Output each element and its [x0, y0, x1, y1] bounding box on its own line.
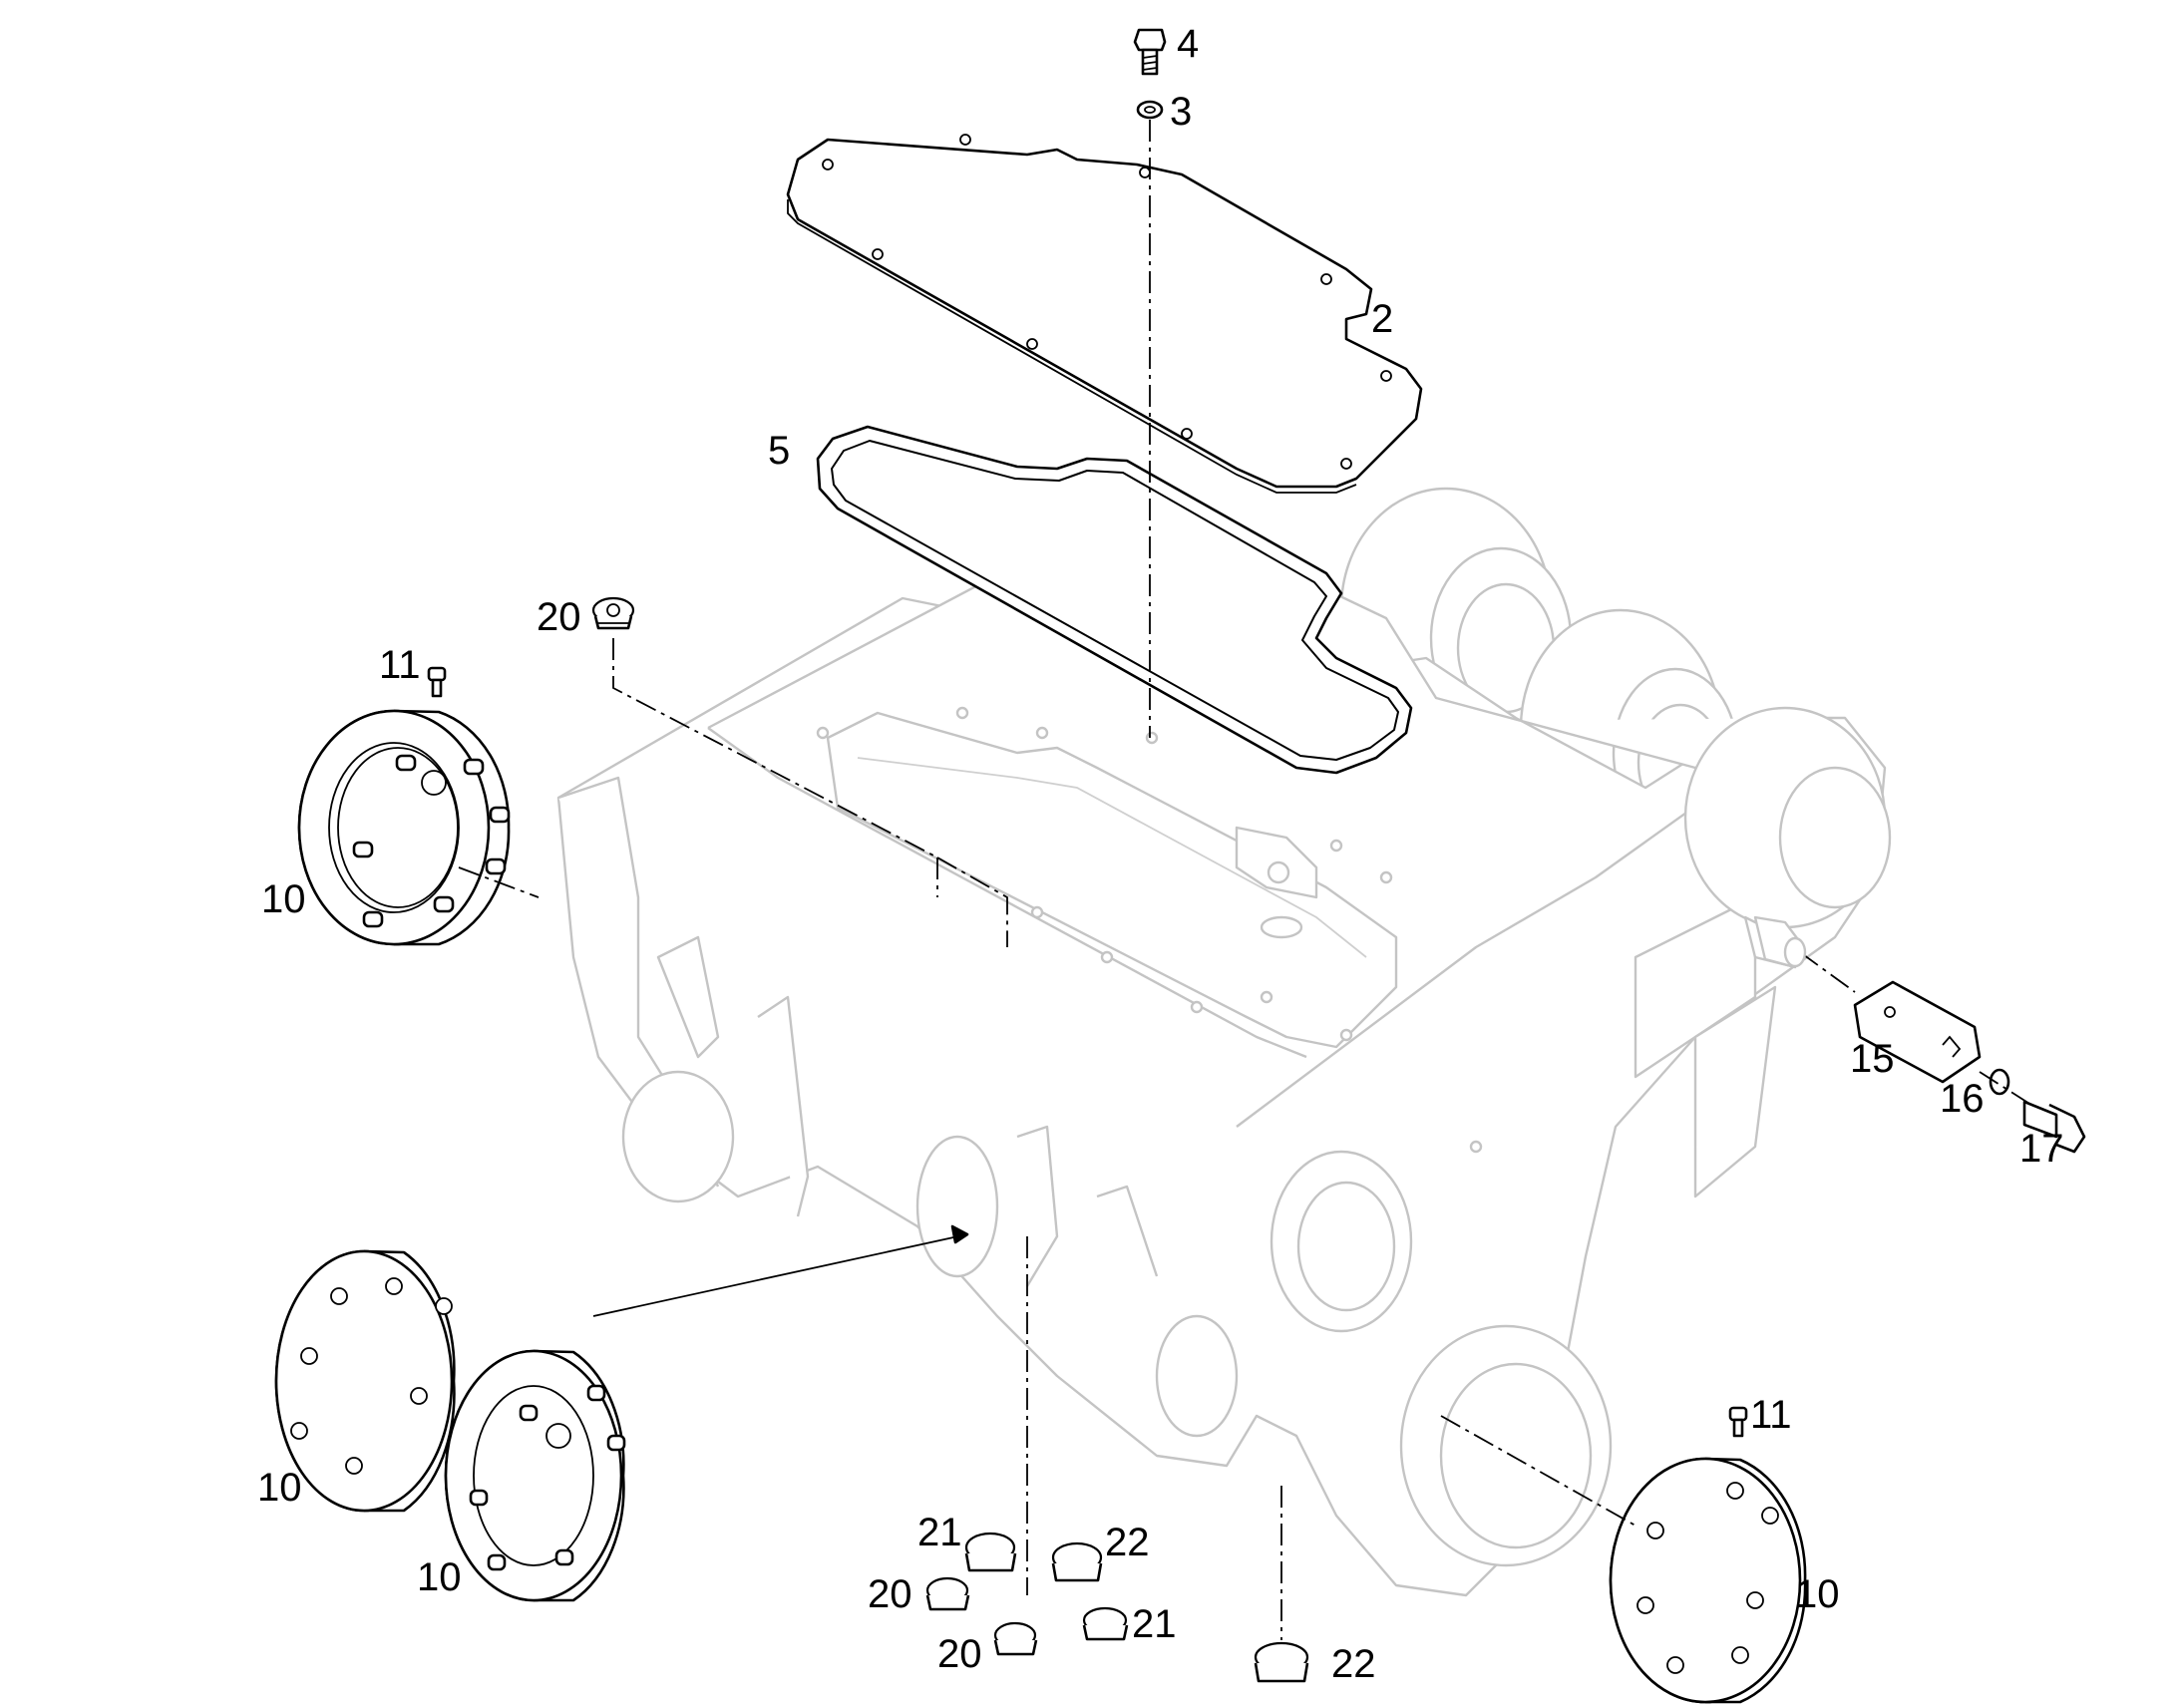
frame-body — [556, 487, 1892, 1597]
bolt-17 — [2022, 1100, 2086, 1154]
callout-10-lower-left-outer: 10 — [257, 1466, 302, 1510]
callout-3: 3 — [1170, 90, 1192, 134]
rear-lug-3 — [1683, 706, 1892, 929]
end-cover-lower-left-outer — [274, 1249, 456, 1513]
callout-4: 4 — [1177, 22, 1199, 66]
plug-22-lower — [1254, 1641, 1309, 1683]
callout-22-upper: 22 — [1105, 1521, 1150, 1564]
bolt-4 — [1133, 28, 1167, 76]
plug-20-lower — [993, 1621, 1038, 1656]
callout-10-upper: 10 — [261, 877, 306, 921]
plate-15 — [1853, 980, 1982, 1084]
washer-16 — [1989, 1068, 2010, 1096]
callout-20-left: 20 — [868, 1572, 912, 1616]
plug-21-left — [964, 1532, 1017, 1572]
callout-15: 15 — [1850, 1037, 1895, 1081]
cover-plate — [786, 134, 1423, 494]
washer-3 — [1136, 100, 1164, 120]
plug-20-upper — [591, 596, 635, 630]
callout-20-lower: 20 — [937, 1632, 982, 1676]
end-cover-upper-left — [297, 709, 511, 946]
bolt-11-upper — [427, 666, 447, 698]
callout-21-right: 21 — [1132, 1602, 1177, 1646]
bolt-11-lower — [1728, 1406, 1748, 1438]
callout-17: 17 — [2019, 1127, 2064, 1171]
callout-5: 5 — [768, 429, 790, 473]
callout-16: 16 — [1940, 1077, 1985, 1121]
callout-10-lower-left-inner: 10 — [417, 1555, 462, 1599]
callout-21-left: 21 — [917, 1511, 962, 1554]
callout-11-lower: 11 — [1750, 1393, 1792, 1437]
plug-21-right — [1082, 1606, 1129, 1641]
callout-10-lower-right: 10 — [1795, 1572, 1840, 1616]
callout-11-upper: 11 — [379, 643, 421, 687]
callout-2: 2 — [1371, 297, 1393, 341]
gasket — [816, 425, 1413, 775]
callout-20-upper: 20 — [537, 595, 581, 639]
plug-22-upper — [1051, 1541, 1103, 1582]
lower-bore — [1399, 1324, 1613, 1567]
front-bore — [1270, 1150, 1413, 1333]
end-cover-lower-left-inner — [444, 1349, 626, 1602]
top-recess — [826, 711, 1398, 1049]
plug-20-left — [925, 1576, 970, 1611]
end-cover-lower-right — [1609, 1457, 1807, 1704]
callout-22-lower: 22 — [1331, 1642, 1376, 1686]
